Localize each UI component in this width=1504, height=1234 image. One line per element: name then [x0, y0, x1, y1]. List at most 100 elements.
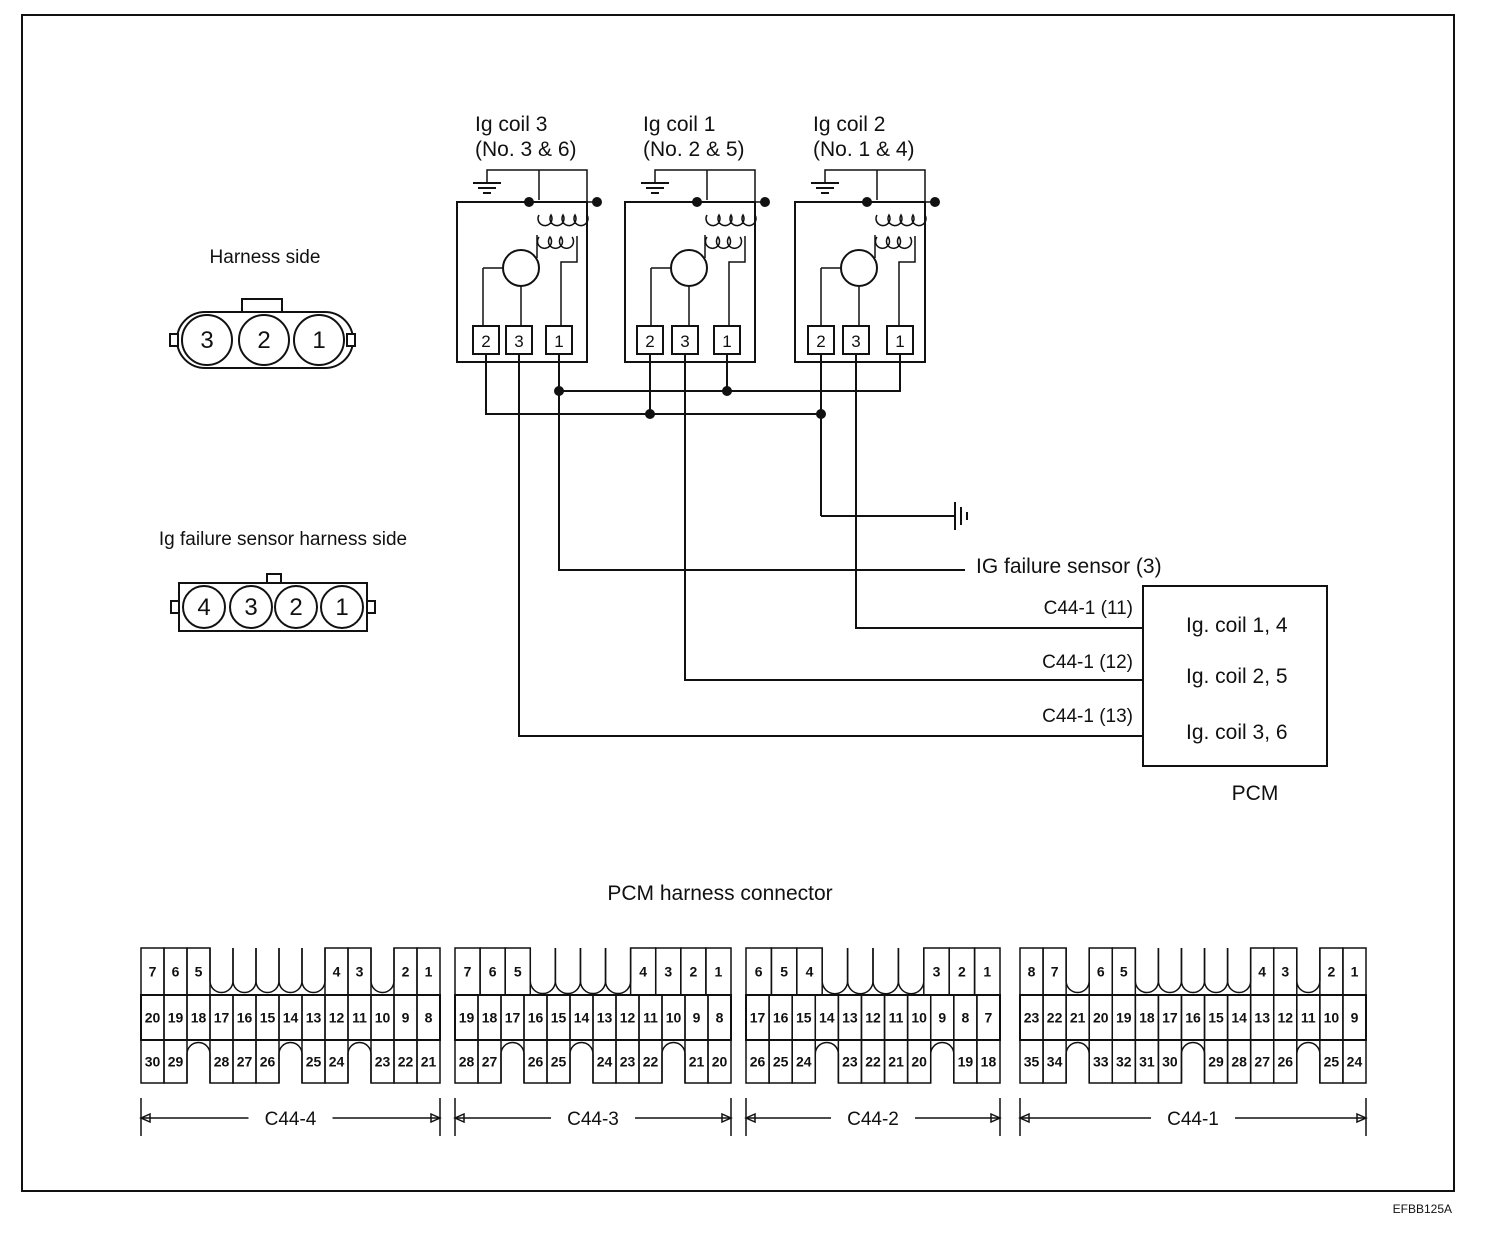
- connector-pin-number: 22: [398, 1054, 414, 1070]
- dimension-arrow: [139, 1112, 151, 1124]
- coil-pin-label: 3: [514, 332, 523, 351]
- coil-pin-box: [807, 325, 835, 355]
- connector-pin-number: 22: [643, 1054, 659, 1070]
- pin2-bus-wire: [485, 354, 821, 415]
- figure-code: EFBB125A: [1393, 1202, 1452, 1216]
- connector-pin-number: 5: [1120, 964, 1128, 980]
- coil-output-wire: [728, 236, 746, 326]
- ig-failure-harness-label: Ig failure sensor harness side: [159, 529, 407, 550]
- connector-pin-number: 21: [689, 1054, 705, 1070]
- connector-pin-number: 13: [306, 1010, 322, 1026]
- connector-pin-number: 29: [1208, 1054, 1224, 1070]
- connector-pin-number: 20: [911, 1054, 927, 1070]
- connector-pin-number: 7: [464, 964, 472, 980]
- pcm-circuit-label: C44-1 (12): [1042, 652, 1133, 673]
- pcm-circuit-label: C44-1 (13): [1042, 706, 1133, 727]
- connector-pin-number: 1: [715, 964, 723, 980]
- connector-pin-number: 17: [505, 1010, 521, 1026]
- connector-pin-number: 22: [865, 1054, 881, 1070]
- ig-failure-sensor-label: IG failure sensor (3): [976, 555, 1162, 578]
- connector-pin-number: 4: [1258, 964, 1266, 980]
- coil-pin-label: 2: [481, 332, 490, 351]
- connector-key-slot: [1226, 948, 1252, 994]
- secondary-coil-icon: [536, 235, 575, 250]
- junction-dot: [645, 409, 655, 419]
- connector-pin-number: 24: [329, 1054, 345, 1070]
- connector-pin-number: 18: [981, 1054, 997, 1070]
- junction-dot: [592, 197, 602, 207]
- connector-pin-number: 19: [1116, 1010, 1132, 1026]
- connector-pin-number: 16: [237, 1010, 253, 1026]
- connector-pin-number: 29: [168, 1054, 184, 1070]
- ground-wire: [824, 169, 926, 202]
- connector-pin-number: 26: [260, 1054, 276, 1070]
- connector-pin-cell: [707, 1039, 732, 1084]
- connector-pin-cell: [976, 1039, 1001, 1084]
- connector-key-slot: [278, 948, 303, 994]
- connector-pin-number: 2: [958, 964, 966, 980]
- secondary-coil-icon: [874, 235, 913, 250]
- connector-pin-number: 9: [938, 1010, 946, 1026]
- diagram-frame: [21, 14, 1455, 1192]
- connector-pin-number: 15: [551, 1010, 567, 1026]
- connector-key-slot: [370, 948, 395, 994]
- pcm-terminal-label: Ig. coil 3, 6: [1186, 721, 1288, 744]
- connector-pin-number: 2: [1328, 964, 1336, 980]
- connector-pin-number: 11: [1301, 1010, 1316, 1026]
- connector-key-slot: [529, 948, 557, 995]
- junction-dot: [524, 197, 534, 207]
- primary-coil-icon: [705, 213, 757, 227]
- connector-pin-number: 23: [842, 1054, 858, 1070]
- pcm-connector-title: PCM harness connector: [607, 882, 832, 905]
- connector-pin-number: 18: [191, 1010, 207, 1026]
- connector-key-slot: [821, 948, 849, 995]
- ig-failure-tab: [170, 600, 180, 614]
- connector-pin-number: 25: [1324, 1054, 1340, 1070]
- connector-pin-number: 28: [1231, 1054, 1247, 1070]
- connector-pin-number: 15: [1208, 1010, 1224, 1026]
- secondary-coil-icon: [704, 235, 743, 250]
- connector-pin-number: 15: [260, 1010, 276, 1026]
- connector-pin-number: 6: [172, 964, 180, 980]
- ig-failure-pin-label: 1: [335, 594, 348, 621]
- connector-pin-number: 11: [352, 1010, 367, 1026]
- dimension-arrow: [1356, 1112, 1368, 1124]
- connector-key-slot: [232, 948, 257, 994]
- ig-failure-pin-label: 2: [289, 594, 302, 621]
- connector-key-slot: [1180, 948, 1206, 993]
- connector-key-slot: [846, 948, 874, 995]
- ground-symbol: [954, 502, 968, 530]
- connector-key-slot: [814, 1041, 840, 1083]
- connector-pin-number: 12: [865, 1010, 881, 1026]
- connector-pin-number: 9: [402, 1010, 410, 1026]
- harness-pin: [181, 314, 233, 366]
- connector-key-slot: [872, 948, 900, 995]
- coil-subtitle: (No. 3 & 6): [475, 138, 577, 161]
- connector-key-slot: [661, 1041, 686, 1083]
- connector-pin-number: 3: [664, 964, 672, 980]
- primary-coil-icon: [537, 213, 589, 227]
- connector-pin-number: 19: [459, 1010, 475, 1026]
- dimension-arrow: [744, 1112, 756, 1124]
- connector-pin-number: 26: [528, 1054, 544, 1070]
- connector-key-slot: [554, 948, 582, 995]
- junction-dot: [862, 197, 872, 207]
- pin1-bus-wire: [559, 354, 901, 392]
- connector-pin-number: 5: [514, 964, 522, 980]
- connector-pin-number: 8: [961, 1010, 969, 1026]
- connector-pin-number: 19: [168, 1010, 184, 1026]
- connector-pin-number: 4: [333, 964, 341, 980]
- connector-key-slot: [1065, 1041, 1090, 1083]
- ground-wire: [486, 169, 588, 202]
- connector-key-slot: [255, 948, 280, 994]
- connector-pin-number: 7: [149, 964, 157, 980]
- connector-name: C44-1: [1167, 1109, 1219, 1130]
- coil1-signal-wire: [684, 354, 1172, 681]
- connector-pin-number: 20: [712, 1054, 728, 1070]
- connector-pin-number: 5: [195, 964, 203, 980]
- coil-pin-box: [713, 325, 741, 355]
- ig-failure-wire: [558, 354, 965, 571]
